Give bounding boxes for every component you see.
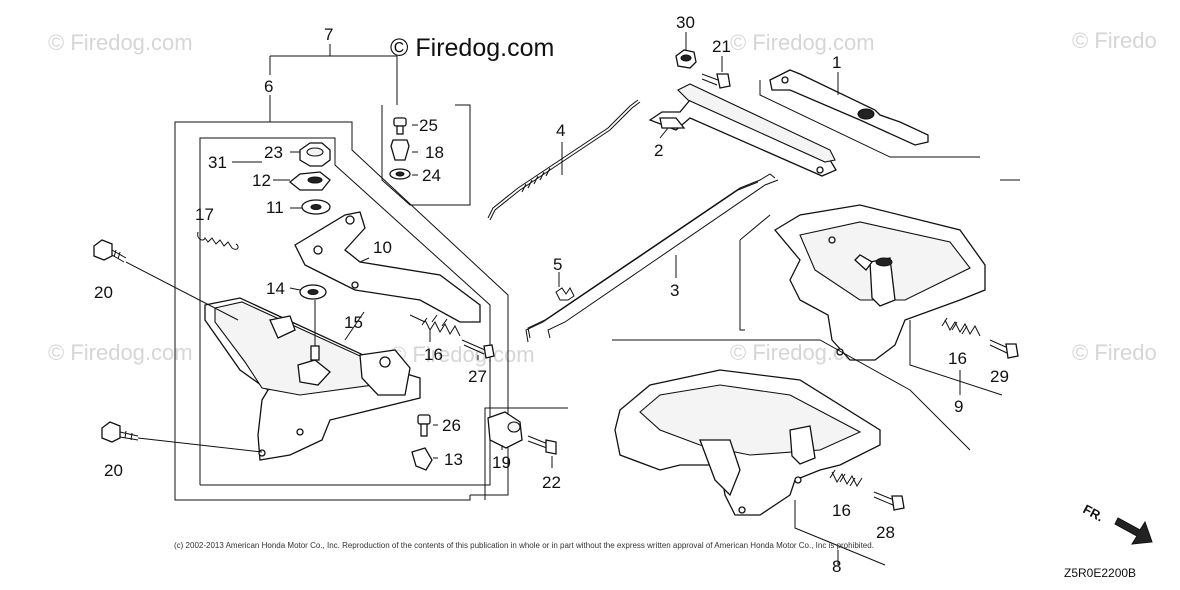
washer-24 xyxy=(389,168,411,180)
callout-25: 25 xyxy=(419,116,438,135)
spring-16-right-upper xyxy=(941,317,981,337)
bolt-21 xyxy=(701,73,731,89)
watermark-mid-left: © Firedog.com xyxy=(48,340,193,365)
callout-20-lower: 20 xyxy=(104,461,123,480)
spring-5 xyxy=(555,287,575,301)
bolt-29 xyxy=(989,339,1019,359)
callout-15: 15 xyxy=(344,313,363,332)
callout-19: 19 xyxy=(492,453,511,472)
collar-19 xyxy=(487,411,523,449)
spring-17 xyxy=(197,231,239,250)
watermark-main: © Firedog.com xyxy=(390,34,554,62)
callout-18: 18 xyxy=(425,143,444,162)
callout-5: 5 xyxy=(553,255,562,274)
rod-4 xyxy=(487,99,641,221)
callout-30: 30 xyxy=(676,13,695,32)
bolt-20-lower xyxy=(101,421,263,453)
washer-14 xyxy=(299,284,327,300)
callout-20-upper: 20 xyxy=(94,283,113,302)
callout-13: 13 xyxy=(444,450,463,469)
front-direction-arrow: FR. xyxy=(1081,501,1153,545)
callout-24: 24 xyxy=(422,166,441,185)
assembly-9-frame xyxy=(739,179,1020,396)
lever-plate-10 xyxy=(294,211,481,323)
washer-12 xyxy=(288,171,331,191)
watermark-top-center: © Firedog.com xyxy=(730,30,875,55)
spring-16-right-lower xyxy=(829,469,863,488)
bolt-20-upper xyxy=(93,239,239,321)
callout-numbers: 1 2 3 4 5 6 7 8 9 10 11 12 13 14 15 16 1… xyxy=(94,13,1009,576)
callout-10: 10 xyxy=(373,238,392,257)
callout-28: 28 xyxy=(876,523,895,542)
callout-14: 14 xyxy=(266,279,285,298)
callout-26: 26 xyxy=(442,416,461,435)
clip-13 xyxy=(411,447,433,471)
bolt-22 xyxy=(527,435,557,455)
callout-1: 1 xyxy=(832,53,841,72)
assembly-8-frame xyxy=(612,339,971,566)
bolt-25 xyxy=(393,117,407,135)
callout-3: 3 xyxy=(670,281,679,300)
callout-9: 9 xyxy=(954,397,963,416)
callout-8: 8 xyxy=(832,557,841,576)
plate-9 xyxy=(774,204,986,361)
arm-2 xyxy=(648,83,837,177)
front-direction-label: FR. xyxy=(1081,501,1107,524)
diagram-code: Z5R0E2200B xyxy=(1064,566,1136,580)
callout-2: 2 xyxy=(654,141,663,160)
callout-12: 12 xyxy=(252,171,271,190)
arm-1 xyxy=(769,69,929,146)
bolt-27 xyxy=(461,339,495,359)
bolt-26 xyxy=(417,414,431,437)
callout-17: 17 xyxy=(195,205,214,224)
callout-leaders xyxy=(273,32,961,565)
callout-4: 4 xyxy=(556,121,565,140)
arm-1-frame xyxy=(759,80,980,158)
callout-16-upper-right: 16 xyxy=(948,349,967,368)
bracket-15 xyxy=(204,297,421,461)
callout-6: 6 xyxy=(264,77,273,96)
callout-23: 23 xyxy=(264,143,283,162)
bolt-28 xyxy=(873,491,905,511)
assembly-6-frame xyxy=(174,44,509,501)
copyright-notice: (c) 2002-2013 American Honda Motor Co., … xyxy=(174,541,874,550)
callout-16-left: 16 xyxy=(424,345,443,364)
spring-16-left xyxy=(409,314,461,337)
nut-30 xyxy=(675,49,697,69)
callout-22: 22 xyxy=(542,473,561,492)
callout-7: 7 xyxy=(324,25,333,44)
callout-16-lower-right: 16 xyxy=(832,501,851,520)
callout-11: 11 xyxy=(266,198,284,217)
watermark-top-left: © Firedog.com xyxy=(48,30,193,55)
rod-3 xyxy=(525,173,779,343)
callout-21: 21 xyxy=(712,37,731,56)
spacer-18 xyxy=(390,139,410,161)
watermark-mid-center: © Firedog.com xyxy=(390,342,535,367)
washer-11 xyxy=(301,199,331,215)
callout-27: 27 xyxy=(468,367,487,386)
watermark-top-right: © Firedo xyxy=(1072,28,1157,53)
callout-29: 29 xyxy=(990,367,1009,386)
stud xyxy=(310,300,320,361)
callout-31: 31 xyxy=(208,153,227,172)
nut-23 xyxy=(299,142,331,167)
watermark-far-right: © Firedo xyxy=(1072,340,1157,365)
plate-8 xyxy=(614,369,881,516)
bracket-19-22-frame xyxy=(484,407,568,500)
